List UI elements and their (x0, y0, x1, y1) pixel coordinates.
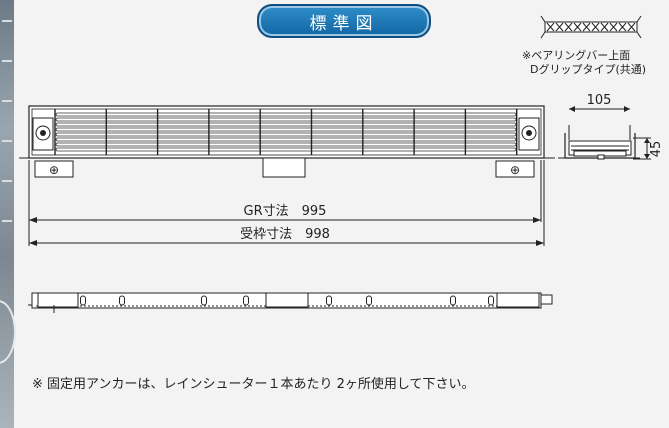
bearing-bar-cross (618, 22, 627, 32)
bearing-bar-cross (573, 22, 582, 32)
anchor-tab-left: ⊕ (34, 160, 74, 178)
bearing-bar-cross (555, 22, 564, 32)
gr-dimension-label: GR寸法 995 (244, 204, 327, 219)
bearing-bar-cross (564, 22, 573, 32)
section-height-dimension (633, 137, 651, 160)
bearing-bar-cross (582, 22, 591, 32)
frame-dimension-label: 受枠寸法 998 (240, 227, 330, 242)
bearing-note-line1: ※ベアリングバー上面 (522, 48, 630, 62)
anchor-slot (326, 295, 332, 306)
svg-text:⊕: ⊕ (49, 163, 59, 177)
left-end-fitting (32, 117, 54, 151)
bearing-bar-cross (627, 22, 636, 32)
bearing-bar-cross (591, 22, 600, 32)
section-width-label: 105 (587, 93, 612, 108)
anchor-tab-right: ⊕ (495, 160, 535, 178)
svg-text:⊕: ⊕ (510, 163, 520, 177)
bearing-bar-detail (540, 15, 642, 39)
anchor-slot (488, 295, 494, 306)
grating-plan (19, 105, 555, 159)
anchor-slot (366, 295, 372, 306)
anchor-slot (201, 295, 207, 306)
anchor-slot (450, 295, 456, 306)
bearing-bar-cross (609, 22, 618, 32)
anchor-slot (119, 295, 125, 306)
frame-dimension-line (29, 240, 544, 246)
bearing-note-line2: Dグリップタイプ(共通) (530, 62, 646, 76)
standard-drawing-title: 標準図 (257, 4, 431, 38)
section-height-label: 45 (649, 141, 664, 158)
anchor-footnote: ※ 固定用アンカーは、レインシューター１本あたり 2ヶ所使用して下さい。 (32, 377, 475, 392)
anchor-slot (243, 295, 249, 306)
right-end-fitting (518, 117, 540, 151)
bearing-bar-cross (546, 22, 555, 32)
bearing-bar-cross (600, 22, 609, 32)
anchor-slot (80, 295, 86, 306)
left-photo-strip (0, 0, 16, 428)
gr-dimension-line (28, 160, 545, 246)
anchor-tab-center (262, 157, 306, 178)
cross-section (558, 133, 640, 160)
section-width-dimension (568, 106, 631, 140)
frame-anchor-layout (28, 292, 553, 313)
